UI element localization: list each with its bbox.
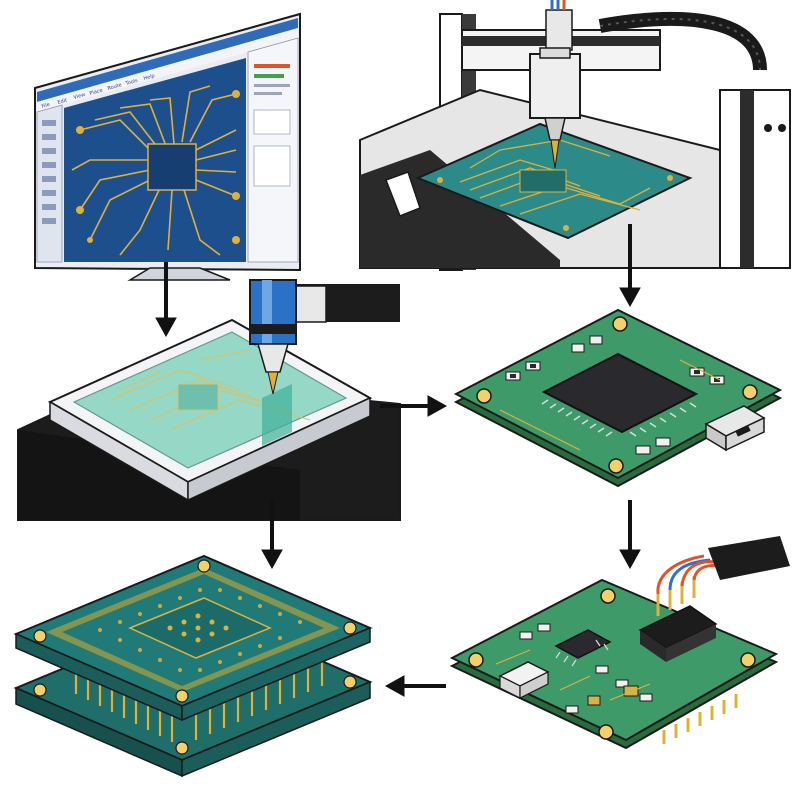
usb-connector bbox=[704, 405, 766, 452]
milling-bit bbox=[550, 139, 560, 169]
menu-item[interactable]: File bbox=[41, 102, 51, 110]
tool-palette[interactable] bbox=[36, 104, 63, 263]
app-title-bar bbox=[37, 18, 298, 102]
stacked-boards bbox=[13, 554, 373, 778]
menu-item[interactable]: View bbox=[73, 92, 86, 101]
oscillator bbox=[498, 661, 550, 699]
monitor-stand bbox=[127, 267, 231, 281]
menu-item[interactable]: Route bbox=[107, 82, 123, 92]
menu-item[interactable]: Tools bbox=[124, 78, 139, 88]
programming-board-top bbox=[449, 578, 779, 742]
programmer-chip bbox=[554, 629, 612, 659]
arrow-down-icon bbox=[619, 224, 641, 308]
programming-board bbox=[449, 536, 790, 750]
arrow-down-icon bbox=[155, 262, 177, 338]
menu-item[interactable]: Help bbox=[143, 73, 156, 82]
menu-bar: File Edit View Place Route Tools Help bbox=[37, 28, 298, 112]
pin-header bbox=[638, 576, 718, 662]
arrow-left-icon bbox=[384, 675, 446, 697]
programming-cable bbox=[656, 536, 790, 595]
spindle-head bbox=[529, 53, 581, 119]
microcontroller-chip bbox=[541, 352, 699, 434]
menu-item[interactable]: Place bbox=[89, 88, 103, 97]
stencil-station bbox=[17, 279, 401, 521]
arrow-right-icon bbox=[380, 395, 448, 417]
flow-arrows bbox=[155, 224, 641, 697]
arrow-down-icon bbox=[261, 498, 283, 570]
assembled-board bbox=[453, 308, 783, 488]
paste-dispenser bbox=[249, 279, 400, 395]
menu-item[interactable]: Edit bbox=[57, 98, 68, 106]
cnc-machine bbox=[359, 0, 791, 271]
canvas-chip-footprint bbox=[147, 143, 197, 191]
arrow-down-icon bbox=[619, 500, 641, 570]
design-monitor: File Edit View Place Route Tools Help bbox=[34, 12, 301, 281]
pcb-traces bbox=[71, 85, 237, 256]
